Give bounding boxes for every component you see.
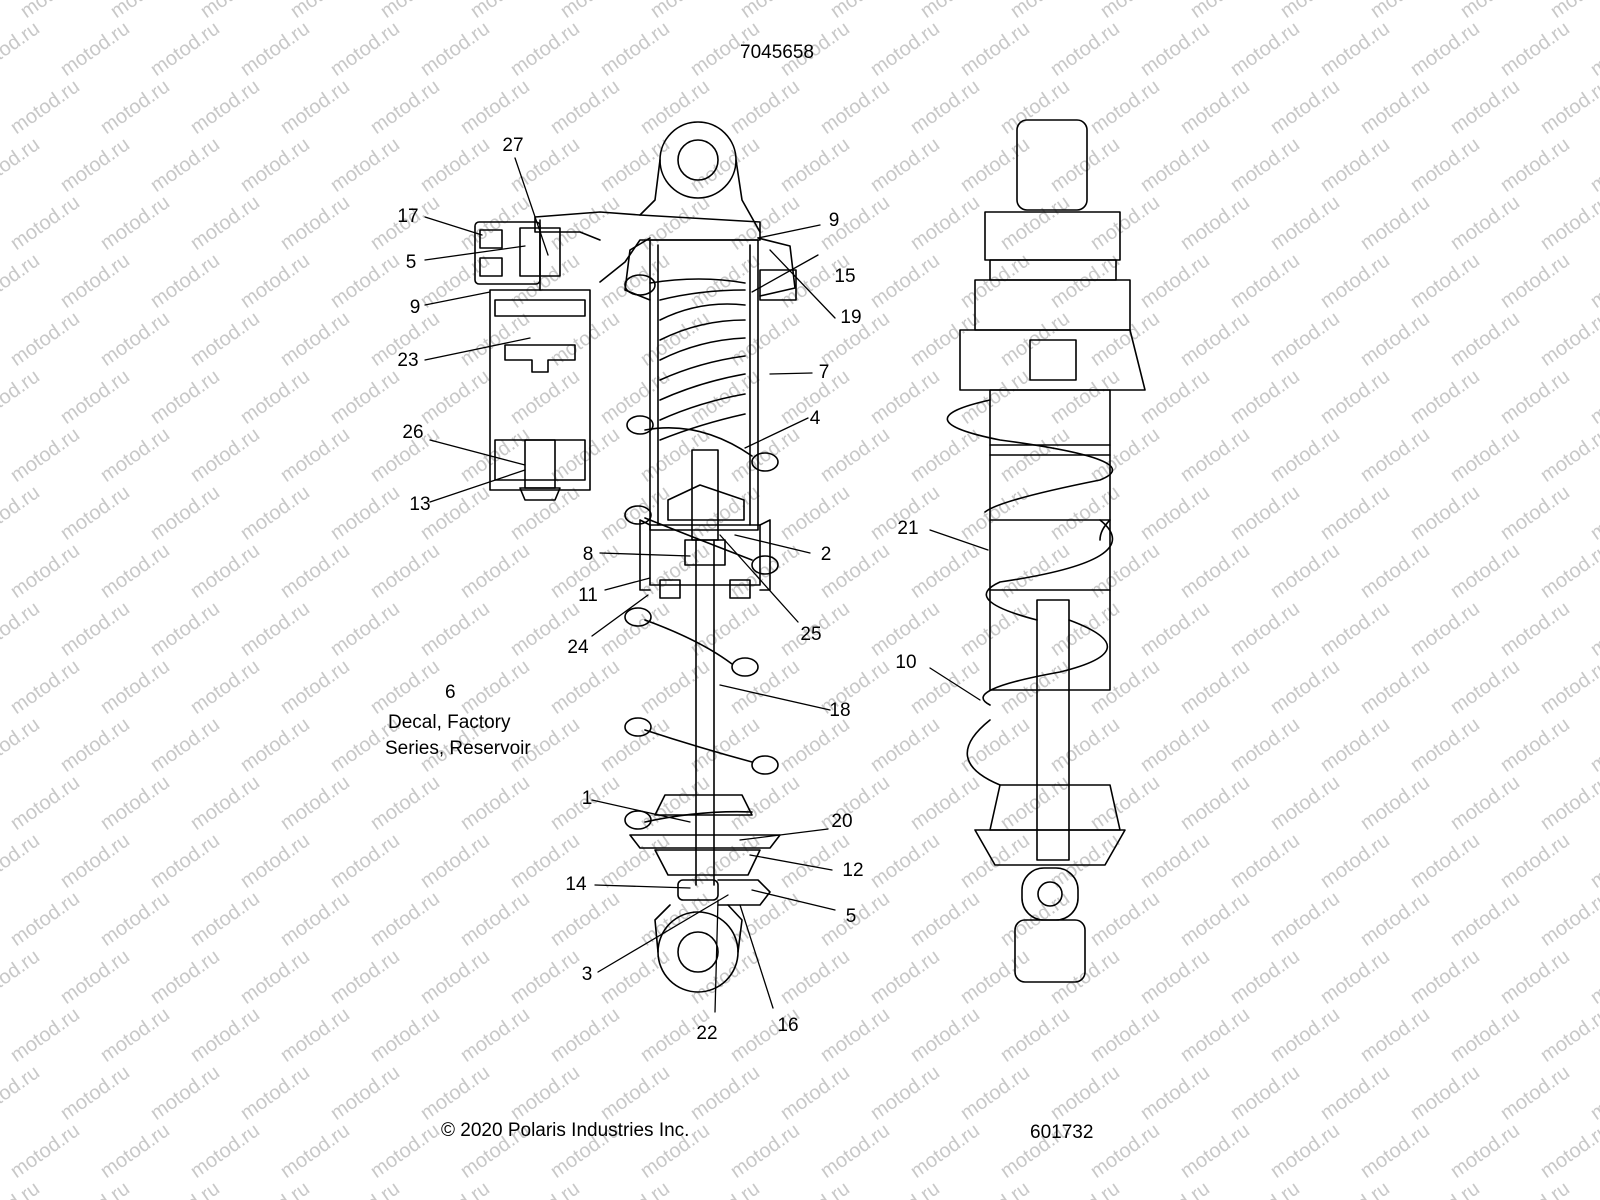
copyright: © 2020 Polaris Industries Inc. — [441, 1120, 690, 1141]
note-line-2: Series, Reservoir — [385, 738, 531, 759]
callout-1: 1 — [581, 788, 593, 809]
callout-11: 11 — [578, 585, 598, 606]
callout-27: 27 — [502, 135, 524, 156]
drawing-number: 7045658 — [740, 42, 814, 63]
callout-8: 8 — [582, 544, 594, 565]
callout-24: 24 — [567, 637, 589, 658]
note-line-1: Decal, Factory — [388, 712, 511, 733]
illustration-number: 601732 — [1030, 1122, 1094, 1143]
callout-23: 23 — [397, 350, 419, 371]
callout-9: 9 — [828, 210, 840, 231]
callout-4: 4 — [809, 408, 821, 429]
callout-7: 7 — [818, 362, 830, 383]
callout-25: 25 — [800, 624, 822, 645]
callout-9: 9 — [409, 297, 421, 318]
callout-10: 10 — [895, 652, 917, 673]
callout-5: 5 — [845, 906, 857, 927]
callout-2: 2 — [820, 544, 832, 565]
callout-22: 22 — [696, 1023, 718, 1044]
leader-lines — [424, 157, 989, 1013]
callout-17: 17 — [397, 206, 419, 227]
note-number: 6 — [445, 682, 456, 703]
callout-26: 26 — [402, 422, 424, 443]
callout-13: 13 — [409, 494, 431, 515]
callout-14: 14 — [565, 874, 587, 895]
callout-20: 20 — [831, 811, 853, 832]
callout-15: 15 — [834, 266, 856, 287]
assembled-shock-external — [946, 119, 1146, 983]
callout-18: 18 — [829, 700, 851, 721]
callout-19: 19 — [840, 307, 862, 328]
callout-12: 12 — [842, 860, 864, 881]
callout-3: 3 — [581, 964, 593, 985]
callout-16: 16 — [777, 1015, 799, 1036]
callout-5: 5 — [405, 252, 417, 273]
callout-21: 21 — [897, 518, 919, 539]
sectioned-shock — [534, 121, 797, 993]
reservoir — [474, 219, 591, 501]
